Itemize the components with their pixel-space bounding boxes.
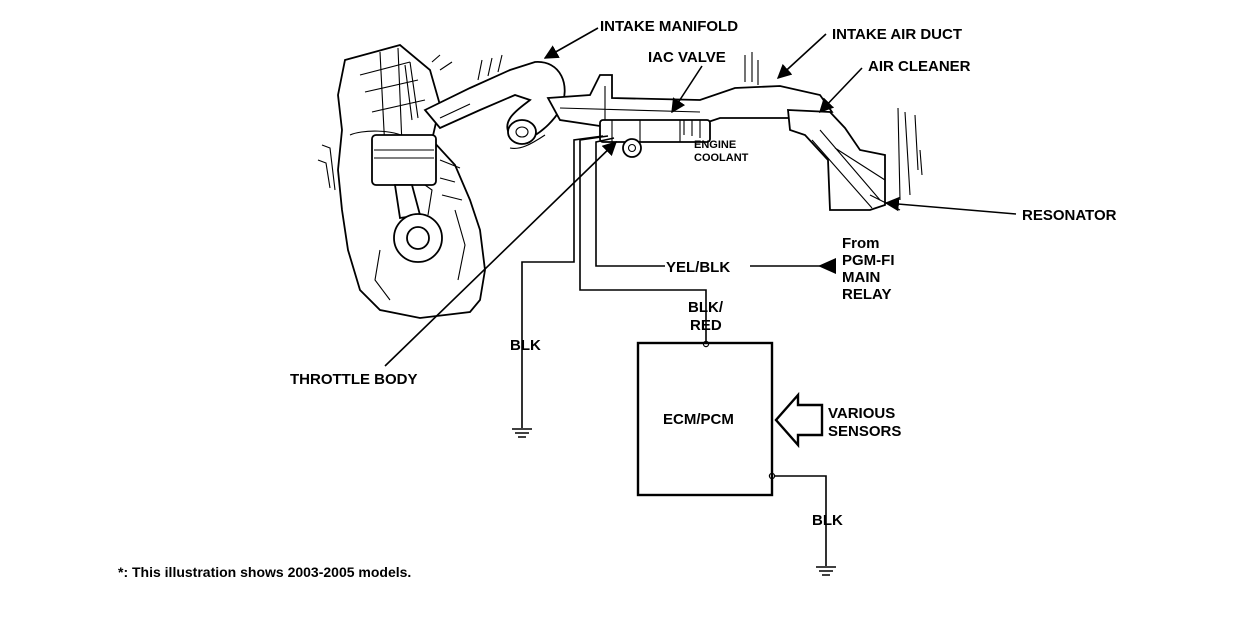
ground-symbol-right <box>816 566 836 576</box>
label-yel-blk: YEL/BLK <box>666 259 730 276</box>
label-air-cleaner: AIR CLEANER <box>868 58 971 75</box>
label-sensors: SENSORS <box>828 423 901 440</box>
label-resonator: RESONATOR <box>1022 207 1117 224</box>
label-engine: ENGINE <box>694 139 736 151</box>
label-intake-air-duct: INTAKE AIR DUCT <box>832 26 962 43</box>
footnote: *: This illustration shows 2003-2005 mod… <box>118 564 411 580</box>
ecm-pcm-box <box>636 341 774 497</box>
label-iac-valve: IAC VALVE <box>648 49 726 66</box>
label-from: From <box>842 235 880 252</box>
label-main: MAIN <box>842 269 880 286</box>
air-cleaner-box <box>787 107 923 211</box>
wiring <box>521 135 836 566</box>
label-pgm-fi: PGM-FI <box>842 252 895 269</box>
label-blk-red-top: BLK/ <box>688 299 724 316</box>
label-blk-red-bottom: RED <box>690 317 722 334</box>
label-throttle-body: THROTTLE BODY <box>290 371 418 388</box>
label-intake-manifold: INTAKE MANIFOLD <box>600 18 738 35</box>
engine-cylinder <box>317 44 486 319</box>
label-various: VARIOUS <box>828 405 895 422</box>
label-relay: RELAY <box>842 286 891 303</box>
intake-manifold-runner <box>423 54 566 145</box>
label-blk-left: BLK <box>510 337 541 354</box>
sensors-input-arrow <box>774 391 824 449</box>
label-coolant: COOLANT <box>694 152 749 164</box>
leader-lines <box>384 27 1017 367</box>
label-blk-right: BLK <box>812 512 843 529</box>
label-ecm-pcm: ECM/PCM <box>663 411 734 428</box>
ground-symbol-left <box>512 428 532 438</box>
iac-valve-body <box>599 119 711 158</box>
